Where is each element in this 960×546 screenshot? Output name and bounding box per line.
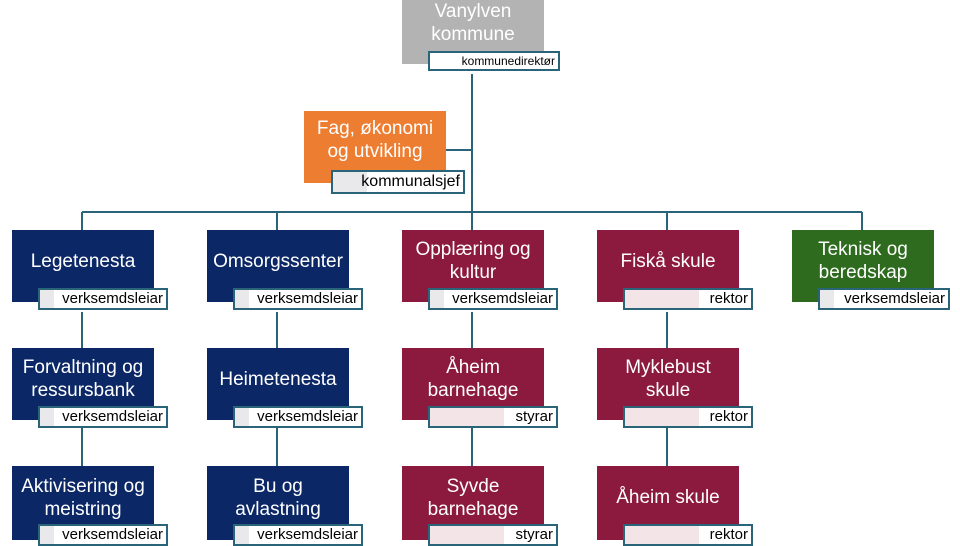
role-badge-kommunalsjef: kommunalsjef	[331, 170, 465, 194]
role-badge: styrar	[428, 406, 558, 428]
org-box-label: Omsorgssenter	[213, 251, 343, 272]
org-box-label: Syvde barnehage	[427, 476, 519, 520]
org-box-label: Legetenesta	[30, 251, 136, 272]
role-badge: verksemdsleiar	[38, 524, 168, 546]
org-box-label: Fiskå skule	[620, 251, 716, 272]
org-box-label: Vanylven kommune	[431, 1, 515, 45]
role-badge-kommunedirektor: kommunedirektør	[428, 51, 560, 71]
role-badge: rektor	[623, 288, 753, 310]
org-box-label: Åheim barnehage	[427, 357, 519, 401]
role-badge: rektor	[623, 524, 753, 546]
role-badge: verksemdsleiar	[818, 288, 950, 310]
org-box-label: Teknisk og beredskap	[818, 239, 908, 283]
role-label: verksemdsleiar	[62, 290, 163, 307]
org-box-label: Fag, økonomi og utvikling	[316, 118, 434, 162]
org-box-label: Åheim skule	[616, 487, 720, 508]
role-label: verksemdsleiar	[62, 526, 163, 543]
org-box-label: Aktivisering og meistring	[21, 476, 145, 520]
org-box-label: Heimetenesta	[219, 369, 337, 390]
role-badge: verksemdsleiar	[428, 288, 558, 310]
role-label: verksemdsleiar	[257, 526, 358, 543]
role-badge: verksemdsleiar	[233, 524, 363, 546]
role-badge: verksemdsleiar	[233, 406, 363, 428]
role-label: rektor	[709, 290, 748, 307]
role-label: verksemdsleiar	[62, 408, 163, 425]
role-label: styrar	[515, 526, 554, 543]
org-box-aktivisering-og-meistring: Aktivisering og meistring	[12, 466, 154, 540]
role-badge: styrar	[428, 524, 558, 546]
role-label: rektor	[709, 526, 748, 543]
role-label: styrar	[515, 408, 554, 425]
role-badge: verksemdsleiar	[38, 406, 168, 428]
org-box-label: Forvaltning og ressursbank	[22, 357, 144, 401]
org-box-label: Opplæring og kultur	[415, 239, 531, 283]
role-label: rektor	[709, 408, 748, 425]
role-badge: rektor	[623, 406, 753, 428]
role-badge: verksemdsleiar	[38, 288, 168, 310]
role-label: kommunedirektør	[461, 54, 555, 68]
role-label: verksemdsleiar	[257, 408, 358, 425]
role-badge: verksemdsleiar	[233, 288, 363, 310]
org-box-forvaltning-og-ressursbank: Forvaltning og ressursbank	[12, 348, 154, 420]
role-label: verksemdsleiar	[257, 290, 358, 307]
role-label: verksemdsleiar	[844, 290, 945, 307]
org-box-label: Bu og avlastning	[235, 476, 321, 520]
role-label: verksemdsleiar	[452, 290, 553, 307]
org-box-label: Myklebust skule	[625, 357, 711, 401]
role-label: kommunalsjef	[361, 173, 460, 190]
